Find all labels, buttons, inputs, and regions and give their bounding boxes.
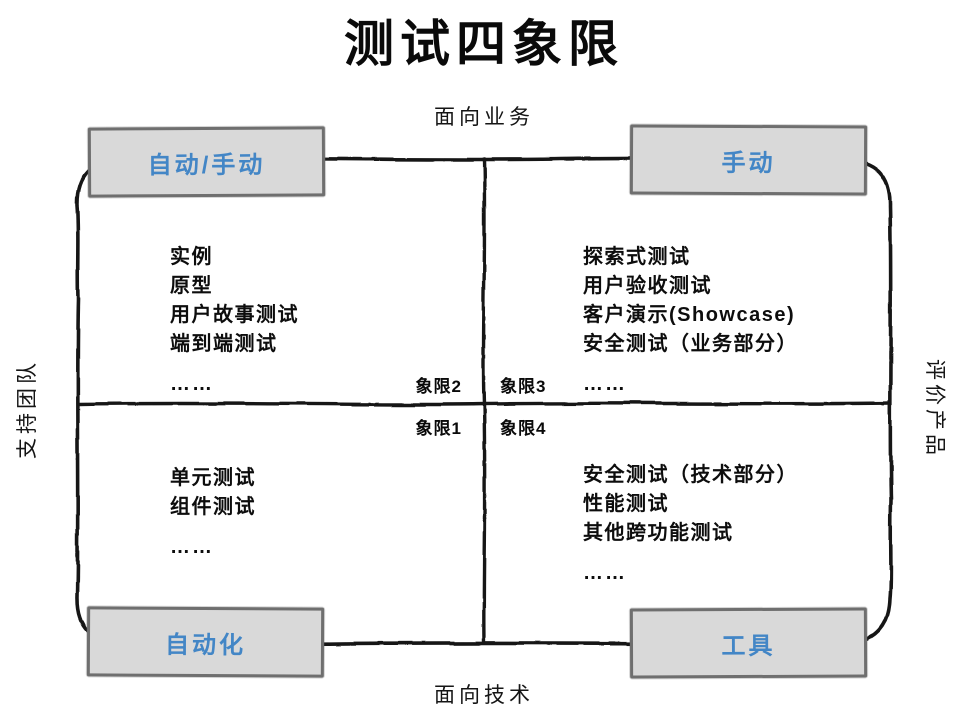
quadrant4-items: 安全测试（技术部分） 性能测试 其他跨功能测试 ……: [583, 461, 798, 588]
axis-label-technology-facing: 面向技术: [434, 684, 534, 707]
quadrant1-items: 单元测试 组件测试 ……: [170, 464, 256, 562]
list-item: 性能测试: [583, 493, 669, 515]
corner-box-auto-manual: 自动/手动: [87, 126, 326, 198]
axis-label-business-facing: 面向业务: [434, 106, 534, 129]
list-item: 实例: [170, 246, 213, 268]
list-item: 单元测试: [170, 467, 256, 489]
list-item: 端到端测试: [170, 333, 278, 355]
list-item: ……: [170, 536, 214, 558]
list-item: 其他跨功能测试: [583, 522, 734, 544]
list-item: 组件测试: [170, 496, 256, 518]
list-item: 探索式测试: [583, 246, 691, 268]
list-item: 用户验收测试: [583, 275, 712, 297]
list-item: ……: [583, 562, 627, 584]
list-item: ……: [170, 373, 214, 395]
vertical-axis-line: [481, 157, 487, 644]
quadrant3-items: 探索式测试 用户验收测试 客户演示(Showcase) 安全测试（业务部分） ……: [583, 243, 798, 399]
quadrant4-label: 象限4: [500, 419, 547, 438]
list-item: 安全测试（业务部分）: [583, 333, 798, 355]
corner-box-automated: 自动化: [86, 606, 325, 678]
page-title: 测试四象限: [344, 16, 624, 72]
quadrant2-label: 象限2: [415, 377, 462, 396]
quadrant2-items: 实例 原型 用户故事测试 端到端测试 ……: [170, 243, 299, 399]
quadrant3-label: 象限3: [500, 377, 547, 396]
list-item: ……: [583, 373, 627, 395]
quadrant1-label: 象限1: [415, 419, 462, 438]
list-item: 安全测试（技术部分）: [583, 464, 798, 486]
list-item: 用户故事测试: [170, 304, 299, 326]
corner-box-tools: 工具: [629, 607, 868, 679]
list-item: 原型: [170, 275, 213, 297]
corner-box-manual: 手动: [629, 124, 868, 196]
list-item: 客户演示(Showcase): [583, 304, 796, 326]
